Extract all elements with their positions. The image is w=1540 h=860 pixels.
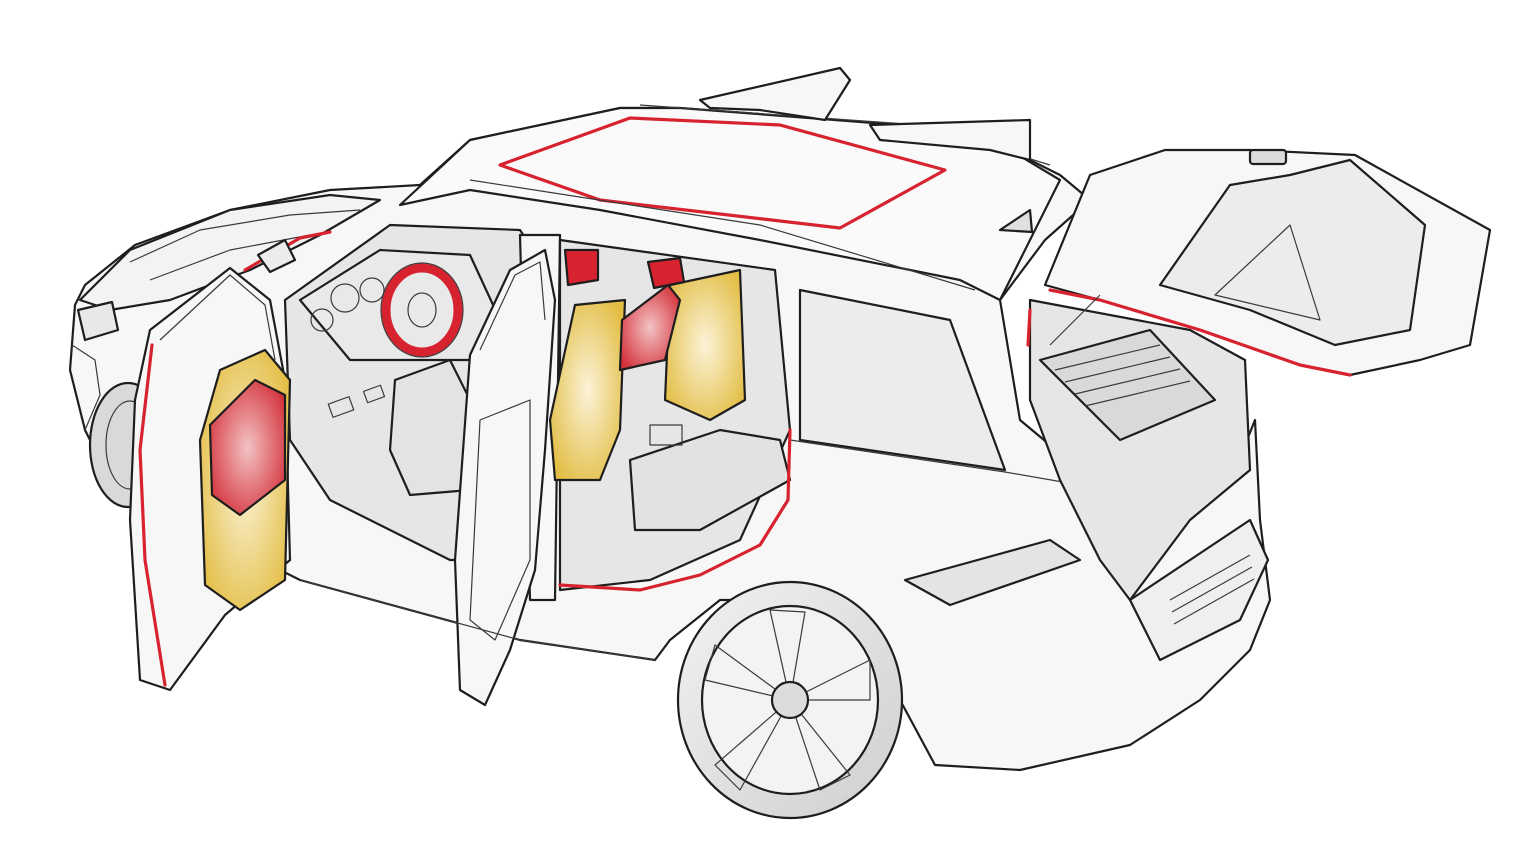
rear-door-window-frame	[479, 261, 546, 351]
spoiler-light	[1248, 148, 1288, 166]
rear-vent	[649, 424, 683, 446]
rear-seat-back	[663, 268, 747, 422]
front-door-edge-seal	[138, 343, 167, 687]
steering-wheel-outline	[380, 262, 464, 358]
open-rear-window-frame-2	[868, 118, 1032, 162]
tailgate-seal	[1048, 288, 1352, 377]
rear-headrest	[646, 256, 686, 290]
hood	[78, 193, 382, 312]
tailgate-strut	[1049, 294, 1101, 346]
rear-quarter-window	[798, 288, 1007, 472]
rear-door	[453, 248, 557, 707]
gauge-1	[330, 283, 360, 313]
front-door-window-frame	[159, 274, 276, 361]
steering-wheel	[381, 263, 463, 357]
front-bumper	[71, 344, 101, 431]
shark-fin-antenna	[998, 208, 1034, 234]
bumper-grille	[1169, 554, 1255, 625]
rear-seat-cushion	[618, 283, 682, 372]
rear-hub	[770, 680, 810, 720]
front-seat-back	[548, 298, 627, 482]
rear-door-inner	[469, 399, 531, 641]
tailgate-window	[1158, 158, 1427, 347]
rear-rim-spokes	[704, 609, 871, 791]
roof-rail	[469, 179, 976, 291]
tail-light	[903, 538, 1082, 607]
steering-hub	[407, 292, 437, 328]
front-headrest	[563, 248, 600, 287]
rear-side-panel-line	[789, 439, 1081, 486]
gauge-3	[310, 308, 334, 332]
rear-door-seal	[558, 428, 792, 592]
pedal	[327, 396, 355, 418]
headlight	[76, 300, 120, 342]
cargo-floor	[1038, 328, 1217, 442]
rear-bumper	[1128, 518, 1270, 662]
pedal-2	[362, 384, 386, 404]
front-door-trim	[208, 378, 287, 517]
mirror	[256, 238, 297, 274]
tailgate-inner-trim	[1214, 224, 1321, 321]
cargo-floor-ribs	[1054, 344, 1191, 407]
gauge-2	[359, 277, 385, 303]
c-pillar-seal	[1026, 308, 1032, 347]
open-rear-window-frame	[698, 66, 852, 122]
lower-body-line	[299, 579, 656, 661]
